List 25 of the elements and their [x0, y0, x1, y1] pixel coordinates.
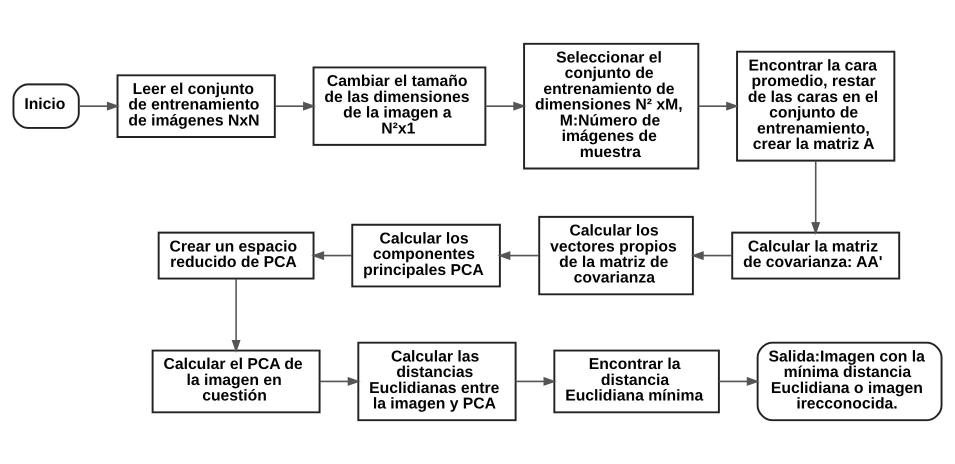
- node-box: Inicio: [12, 83, 80, 129]
- node-box: Calcular las distancias Euclidianas entre la imagen y PCA: [357, 342, 517, 422]
- arrow: [485, 102, 526, 111]
- arrow: [718, 376, 760, 386]
- arrow: [275, 102, 316, 111]
- arrow: [78, 102, 120, 111]
- node-box: Crear un espacio reducido de PCA: [158, 232, 314, 280]
- node-box: Calcular el PCA de la imagen en cuestión: [152, 350, 321, 414]
- node-box: Seleccionar el conjunto de entrenamiento de dimensiones N² xM, M:Número de imágenes de muestra: [523, 42, 700, 170]
- node-box: Calcular la matriz de covarianza: AA': [731, 232, 900, 280]
- node-box: Salida:Imagen con la mínima distancia Euclidiana o imagen irecconocida.: [756, 342, 943, 422]
- arrow: [498, 251, 539, 260]
- node-box: Calcular los componentes principales PCA: [351, 224, 501, 288]
- arrow: [811, 160, 820, 235]
- node-box: Encontrar la cara promedio, restar de las caras en el conjunto de entrenamiento, crear la matriz A: [736, 50, 896, 162]
- arrow: [232, 278, 241, 353]
- node-box: Cambiar el tamaño de las dimensiones de la imagen a N²x1: [312, 66, 486, 146]
- node-box: Encontrar la distancia Euclidiana mínima: [553, 350, 720, 414]
- arrow: [311, 251, 352, 260]
- arrow: [516, 376, 556, 386]
- arrow: [698, 102, 739, 111]
- node-box: Leer el conjunto de entrenamiento de imágenes NxN: [116, 74, 276, 138]
- node-box: Calcular los vectores propios de la matriz de covarianza: [538, 216, 694, 296]
- arrow: [320, 376, 361, 386]
- arrow: [690, 251, 732, 260]
